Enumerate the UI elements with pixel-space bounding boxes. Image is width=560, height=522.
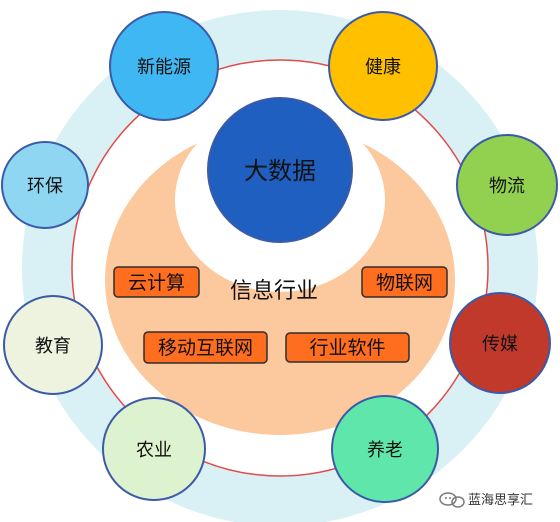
elderly-circle [331,395,439,503]
new-energy-label: 新能源 [137,57,191,78]
cloud-tag-label: 云计算 [128,272,185,294]
tag-mobile: 移动互联网 [143,331,268,364]
logistics-circle [456,134,558,236]
education-circle [3,295,103,395]
health-label: 健康 [365,57,401,78]
logistics-label: 物流 [489,176,525,197]
node-elderly: 养老 [331,395,439,503]
node-agriculture: 农业 [102,397,206,501]
agriculture-circle [102,397,206,501]
big-data-label: 大数据 [244,157,316,185]
tag-iot: 物联网 [361,266,448,298]
watermark-text: 蓝海思享汇 [468,492,533,508]
tag-software: 行业软件 [285,332,410,363]
info-industry-label: 信息行业 [230,279,318,304]
mobile-tag-label: 移动互联网 [158,337,253,359]
node-new-energy: 新能源 [109,11,219,121]
software-tag-label: 行业软件 [309,337,385,359]
elderly-label: 养老 [367,440,403,461]
cloud-tag-box [113,266,200,298]
node-education: 教育 [3,295,103,395]
env-label: 环保 [27,176,63,197]
software-tag-box [285,332,410,363]
mobile-tag-box [143,331,268,364]
node-logistics: 物流 [456,134,558,236]
new-energy-circle [109,11,219,121]
education-label: 教育 [35,336,71,357]
agriculture-label: 农业 [136,440,172,461]
tag-cloud: 云计算 [113,266,200,298]
node-health: 健康 [328,11,438,121]
env-circle [1,141,89,229]
iot-tag-box [361,266,448,298]
media-circle [449,292,551,394]
media-label: 传媒 [482,334,518,355]
watermark: 蓝海思享汇 [439,492,533,508]
node-env: 环保 [1,141,89,229]
big-data-circle [207,97,353,243]
node-media: 传媒 [449,292,551,394]
iot-tag-label: 物联网 [376,272,433,294]
health-circle [328,11,438,121]
watermark-logo-icon [439,492,465,508]
